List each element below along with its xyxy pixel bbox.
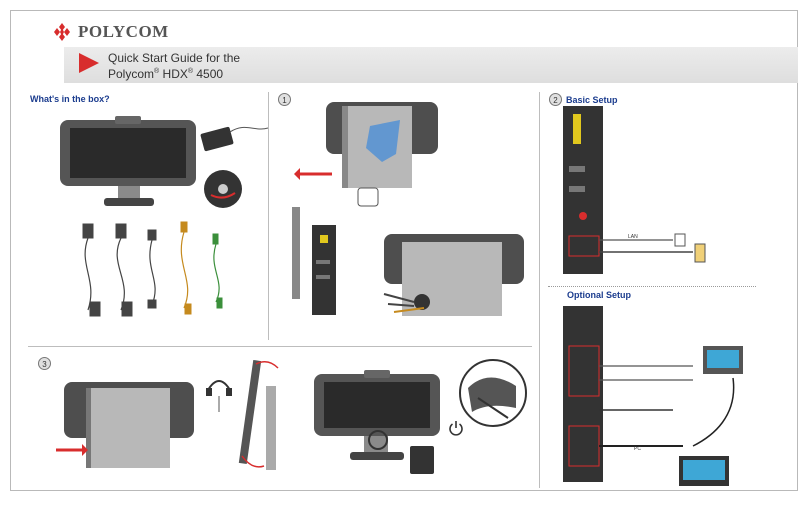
step3-insert-cable-illustration	[56, 382, 194, 468]
keypad-illustration	[200, 126, 269, 152]
step3-monitor-power-illustration	[314, 370, 440, 474]
cables-illustration	[82, 221, 223, 317]
title-line-2: Polycom® HDX® 4500	[108, 65, 240, 81]
step1-remove-cover-illustration	[294, 102, 438, 207]
title-polycom: Polycom	[108, 67, 155, 81]
step1-side-view-illustration	[292, 207, 336, 315]
step3-zoom-detail-illustration	[459, 359, 527, 427]
step1-cables-connected-illustration	[383, 234, 524, 316]
brand-name: POLYCOM	[78, 22, 169, 41]
divider-horizontal	[28, 346, 532, 347]
page-frame	[10, 10, 798, 491]
pc-label: PC	[634, 446, 641, 452]
title-arrow-icon	[79, 53, 99, 73]
cd-disc-illustration	[204, 170, 242, 208]
basic-setup-rear-panel-illustration	[563, 106, 706, 274]
title-hdx: HDX	[159, 67, 188, 81]
title-reg-1: ®	[154, 68, 160, 75]
basic-setup-title: Basic Setup	[566, 95, 618, 105]
page-title: Quick Start Guide for the Polycom® HDX® …	[108, 51, 240, 81]
step-3-badge: 3	[38, 357, 51, 370]
lan-label: LAN	[628, 234, 638, 240]
divider-dotted	[548, 286, 756, 287]
step-2-badge: 2	[549, 93, 562, 106]
box-section-title: What's in the box?	[30, 94, 110, 104]
step3-headset-illustration	[206, 380, 232, 412]
polycom-logo-icon	[54, 23, 70, 41]
hdx-monitor-illustration	[60, 116, 196, 206]
header-band	[64, 47, 798, 83]
title-model: 4500	[193, 67, 224, 81]
step3-tilt-screen-illustration	[238, 359, 279, 470]
divider-vertical-2	[539, 92, 540, 488]
polycom-logo: POLYCOM	[52, 22, 169, 42]
title-line-1: Quick Start Guide for the	[108, 51, 241, 65]
step-1-badge: 1	[278, 93, 291, 106]
optional-setup-title: Optional Setup	[567, 290, 631, 300]
divider-vertical-1	[268, 92, 269, 340]
optional-setup-rear-panel-illustration	[563, 306, 743, 486]
power-icon	[449, 421, 463, 436]
title-reg-2: ®	[187, 68, 194, 75]
